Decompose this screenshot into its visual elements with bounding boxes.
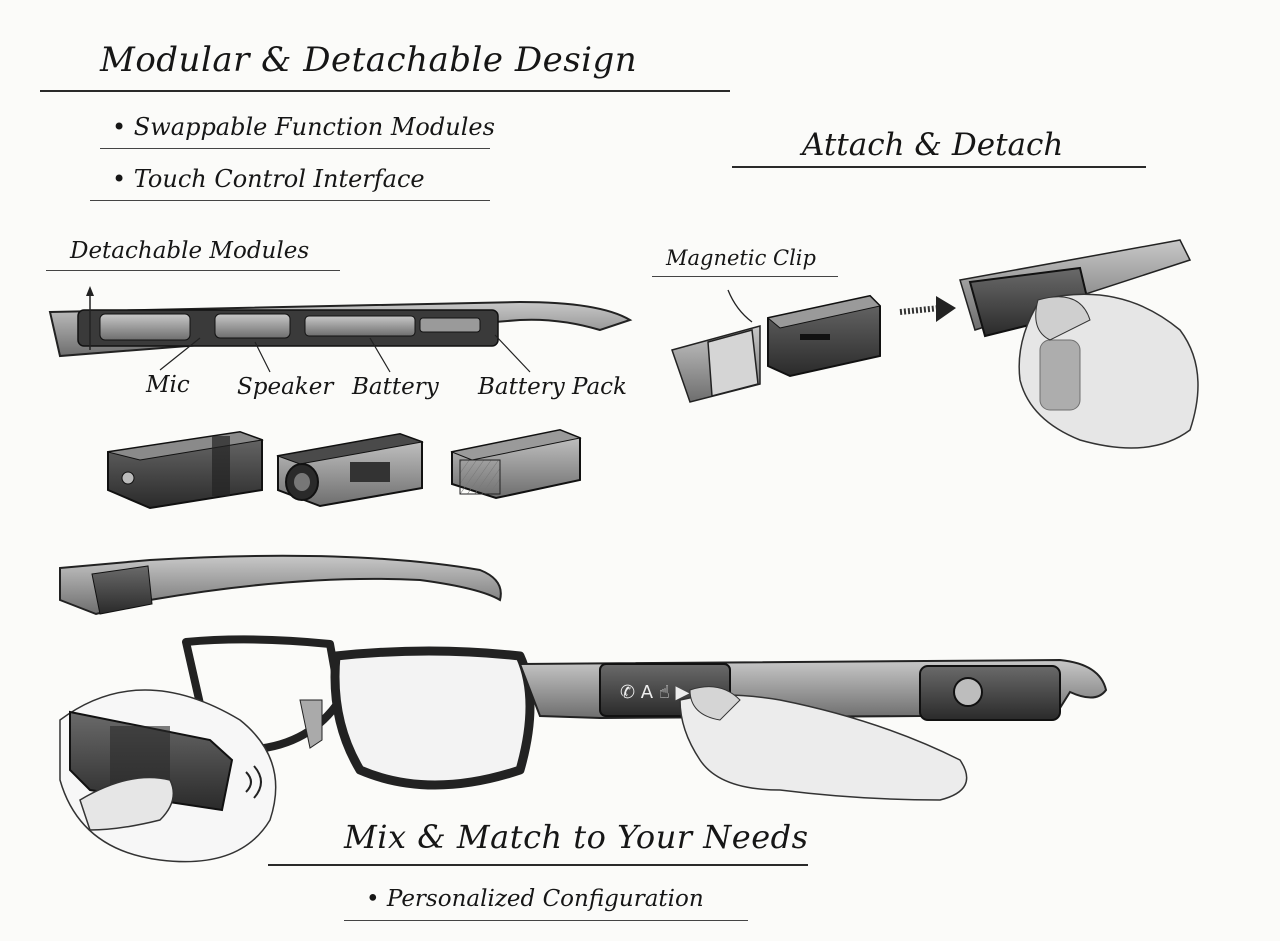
detachable-modules-heading: Detachable Modules [70, 238, 310, 264]
temple-arm-drawing [59, 554, 502, 616]
label-battery-pack: Battery Pack [478, 374, 627, 400]
bullet-underline-1 [100, 148, 490, 149]
attach-detach-heading: Attach & Detach [802, 127, 1064, 163]
bullet-underline-2 [90, 200, 490, 201]
label-mic: Mic [146, 372, 190, 398]
page-title: Modular & Detachable Design [100, 40, 638, 80]
detachable-modules-underline [46, 270, 340, 271]
label-speaker: Speaker [237, 374, 334, 400]
cutaway-temple-drawing [48, 286, 633, 373]
bullet-personalized-configuration: • Personalized Configuration [366, 886, 704, 912]
title-underline [40, 90, 730, 92]
magnetic-clip-underline [652, 276, 838, 277]
bullet-swappable-modules: • Swappable Function Modules [112, 113, 495, 141]
mix-match-underline [268, 864, 808, 866]
bullet-touch-control: • Touch Control Interface [112, 165, 425, 193]
attach-sequence-drawing [671, 239, 1199, 449]
label-battery: Battery [352, 374, 439, 400]
mix-bullet-underline [344, 920, 748, 921]
inset-closeup-drawing [59, 689, 277, 863]
attach-detach-underline [732, 166, 1146, 168]
battery-module-drawing [450, 428, 582, 500]
speaker-module-drawing [276, 432, 424, 508]
mic-module-drawing [107, 430, 264, 510]
mix-match-heading: Mix & Match to Your Needs [344, 818, 809, 856]
magnetic-clip-label: Magnetic Clip [666, 246, 816, 270]
glasses-frame-drawing: ✆ A ☝ ▶ ◀ [182, 635, 1108, 801]
